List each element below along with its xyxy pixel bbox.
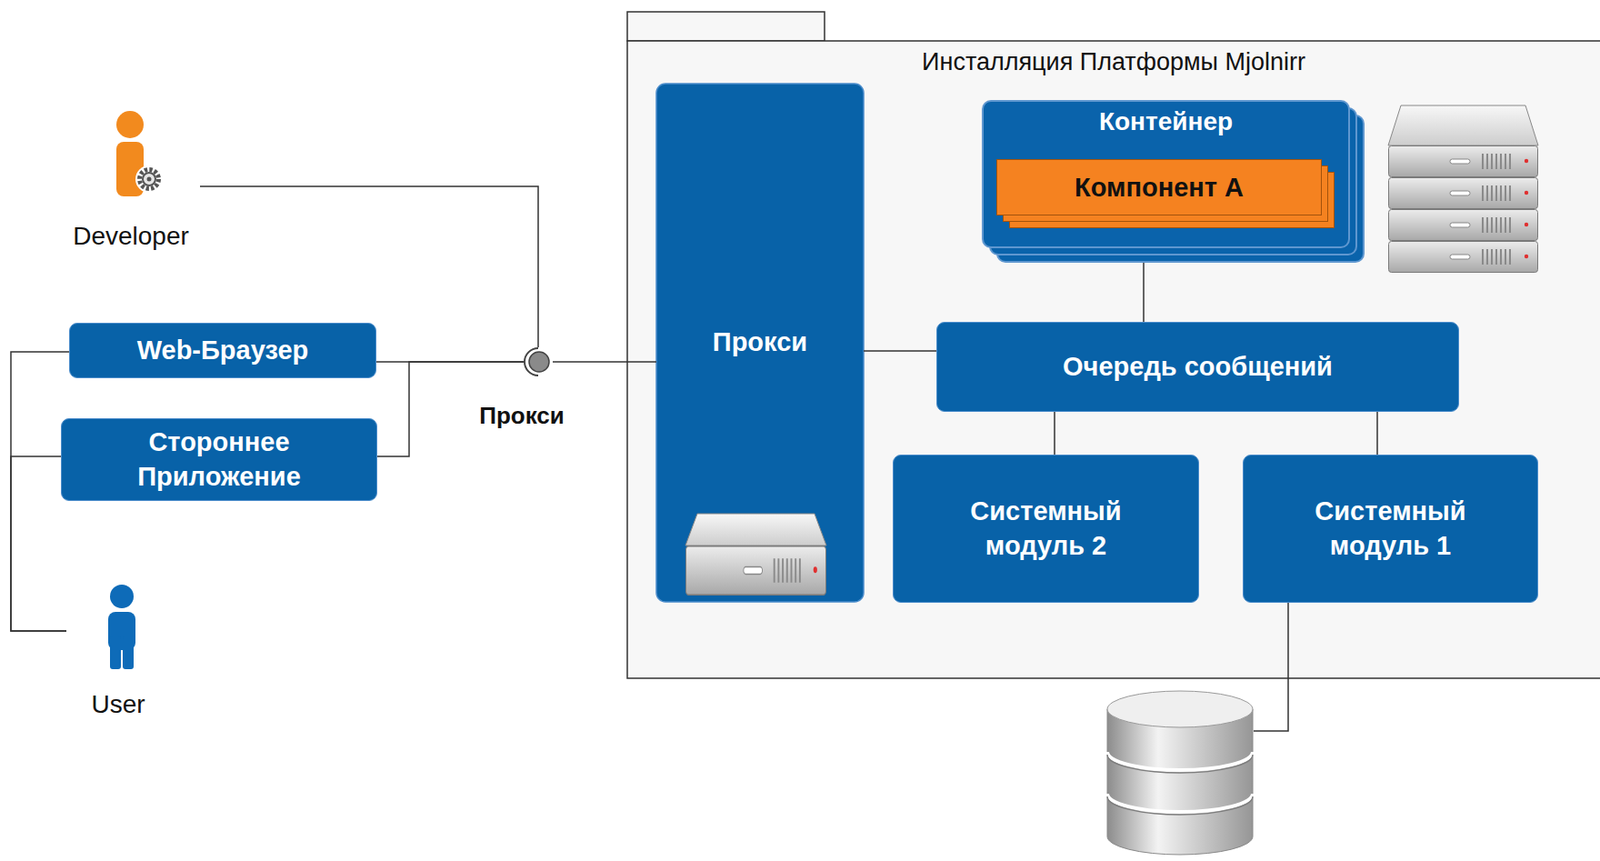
actor-head [116,110,144,139]
container-box: КонтейнерКомпонент А [981,100,1350,249]
node-label: Developer [72,221,190,251]
node-label: Системный модуль 2 [937,494,1156,563]
node-label: Контейнер [1099,107,1233,137]
actor: Developer [61,107,200,253]
interface-ball [529,351,550,372]
server-top [685,513,827,546]
client-box: Web-Браузер [69,322,377,379]
connector [1142,248,1145,322]
database-band [1107,754,1253,815]
connector [1376,411,1379,455]
interface-label: Прокси [479,401,565,430]
gear-body [142,172,156,186]
module-box: Системный модуль 2 [892,454,1200,603]
interface-symbol [523,347,553,377]
database-link [1253,602,1289,731]
gear-hub [147,177,152,182]
queue-box: Очередь сообщений [936,321,1460,412]
actor: User [66,578,170,721]
node-label: Системный модуль 1 [1281,494,1500,563]
actor-head [110,584,134,609]
node-label: Web-Браузер [137,333,310,369]
component-box: Компонент А [996,159,1322,216]
node-label: Прокси [712,325,808,360]
server-top [1388,105,1539,146]
server-icon [685,546,826,595]
actor-leg [122,636,134,670]
server-icon [1389,241,1539,273]
node-label: Компонент А [1074,172,1244,203]
interface-socket: Прокси [523,347,553,377]
connector [863,350,937,352]
connector [10,456,67,631]
client-box: Стороннее Приложение [60,418,378,501]
actor-leg [110,636,121,670]
connector [1053,411,1056,455]
server-icon [1389,146,1539,178]
database-body [1107,709,1253,855]
package-frame [627,40,1600,679]
node-label: Стороннее Приложение [123,425,315,494]
platform-package: Инсталляция Платформы MjolnirrПрокси Конт… [627,40,1600,679]
package-tab [627,11,825,41]
node-label: User [90,690,145,720]
node-label: Очередь сообщений [1062,350,1333,385]
gear-teeth [140,170,160,190]
proxy-box: Прокси [656,83,864,602]
database-top [1107,690,1253,728]
module-box: Системный модуль 1 [1242,454,1539,603]
node-label: Инсталляция Платформы Mjolnirr [921,48,1306,77]
proxy-box-fill [656,83,864,602]
server-icon [1389,210,1539,241]
database-band [1107,751,1253,812]
connector [552,360,657,363]
server-icon [1389,178,1539,210]
gear-ground [135,165,163,193]
